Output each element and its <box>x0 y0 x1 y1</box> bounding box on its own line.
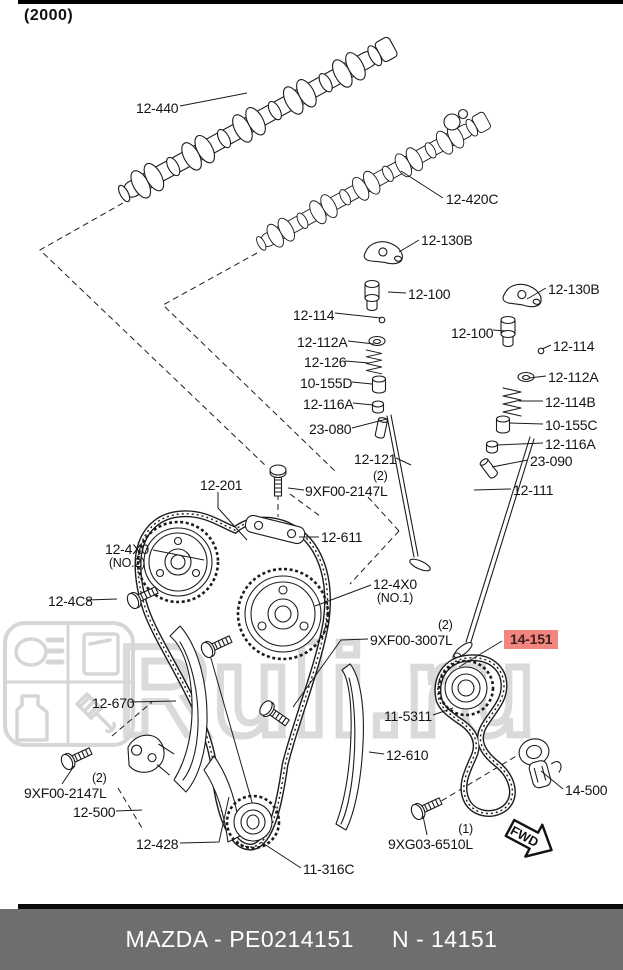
part-label-12-420c: 12-420C <box>446 191 499 207</box>
part-label-12-100-2: 12-100 <box>451 325 494 341</box>
label-text: 9XG03-6510L <box>388 836 473 852</box>
part-label-10-155d: 10-155D <box>300 375 353 391</box>
label-text: 9XF00-2147L <box>24 785 107 801</box>
part-label-12-111: 12-111 <box>513 482 554 498</box>
oil-pump-sprocket <box>437 659 495 717</box>
part-label-12-440: 12-440 <box>136 100 179 116</box>
part-label-12-201: 12-201 <box>200 477 243 493</box>
part-label-12-500: 12-500 <box>73 804 116 820</box>
part-label-12-116a-2: 12-116A <box>545 436 596 452</box>
part-label-12-112a-2: 12-112A <box>548 369 599 385</box>
part-label-11-5311: 11-5311 <box>384 708 432 724</box>
timing-chain <box>134 510 331 851</box>
label-text: 9XF00-3007L <box>370 632 453 648</box>
label-qty: (2) <box>91 771 107 785</box>
footer-part-number: N - 14151 <box>391 926 498 952</box>
label-text: 12-4X0 <box>373 576 417 592</box>
valve-parts-left <box>365 316 431 572</box>
rocker-arm <box>362 238 406 267</box>
door-icon <box>82 632 120 676</box>
part-label-14-500: 14-500 <box>565 782 608 798</box>
bolt <box>256 698 293 731</box>
part-label-12-4c8: 12-4C8 <box>48 593 93 609</box>
label-position: (NO.2) <box>108 556 146 570</box>
chain-guide-fixed <box>169 625 208 793</box>
label-text: 9XF00-2147L <box>305 483 388 499</box>
part-label-12-611: 12-611 <box>321 529 363 545</box>
label-qty: (2) <box>437 618 453 632</box>
bolt <box>58 743 95 772</box>
part-label-23-090: 23-090 <box>530 453 573 469</box>
part-label-9xg03-6510l: (1) 9XG03-6510L <box>388 822 473 853</box>
part-label-12-670: 12-670 <box>92 695 135 711</box>
cam-sprocket-no2 <box>136 520 220 604</box>
part-label-12-130b-2: 12-130B <box>548 281 600 297</box>
footer-catalog-code: MAZDA - PE0214151 <box>125 926 354 952</box>
label-text: 12-4X0 <box>105 541 149 557</box>
bolt <box>198 631 235 660</box>
camshaft-intake <box>252 108 493 256</box>
part-label-12-114-2: 12-114 <box>553 338 595 354</box>
oil-pump-chain <box>434 654 516 817</box>
tensioner-arm <box>335 663 364 831</box>
part-label-14-151-highlighted[interactable]: 14-151 <box>504 630 559 649</box>
part-label-12-126: 12-126 <box>304 354 347 370</box>
label-qty: (2) <box>372 469 388 483</box>
part-label-12-610: 12-610 <box>386 747 429 763</box>
bolt <box>269 464 287 497</box>
part-label-9xf00-2147l-bottom: (2) 9XF00-2147L <box>24 771 107 802</box>
part-label-12-114-1: 12-114 <box>293 307 335 323</box>
part-label-11-316c: 11-316C <box>303 861 355 877</box>
chain-tensioner <box>127 734 175 776</box>
cam-sprocket-no1 <box>236 567 330 661</box>
label-qty: (1) <box>458 822 473 836</box>
part-label-12-114b: 12-114B <box>545 394 596 410</box>
part-label-23-080: 23-080 <box>309 421 352 437</box>
shock-icon <box>75 692 117 734</box>
model-year-label: (2000) <box>24 7 74 24</box>
oil-chain-tensioner <box>518 738 562 789</box>
label-position: (NO.1) <box>376 591 414 605</box>
part-label-9xf00-2147l-top: (2) 9XF00-2147L <box>305 469 388 500</box>
crank-sprocket <box>225 794 281 850</box>
part-label-12-116a-1: 12-116A <box>303 396 354 412</box>
part-label-12-100-1: 12-100 <box>408 286 451 302</box>
top-border <box>18 0 623 4</box>
part-label-12-112a-1: 12-112A <box>297 334 348 350</box>
part-label-12-4x0-no1: 12-4X0 (NO.1) <box>373 576 417 605</box>
part-label-10-155c: 10-155C <box>545 417 598 433</box>
footer-divider <box>18 904 623 909</box>
rocker-arm <box>501 280 545 311</box>
part-label-12-428: 12-428 <box>136 836 179 852</box>
oil-can-icon <box>15 694 49 742</box>
fwd-arrow: FWD <box>504 818 553 858</box>
part-label-9xf00-3007l: (2) 9XF00-3007L <box>370 618 453 649</box>
footer-bar: MAZDA - PE0214151 N - 14151 <box>0 909 623 970</box>
watermark-logo <box>3 621 135 747</box>
part-label-12-4x0-no2: 12-4X0 (NO.2) <box>105 541 149 570</box>
part-label-12-130b-1: 12-130B <box>421 232 473 248</box>
bolt <box>408 793 445 822</box>
leader-lines <box>61 92 564 869</box>
valve-parts-right <box>452 347 545 662</box>
part-label-12-121: 12-121 <box>354 451 397 467</box>
